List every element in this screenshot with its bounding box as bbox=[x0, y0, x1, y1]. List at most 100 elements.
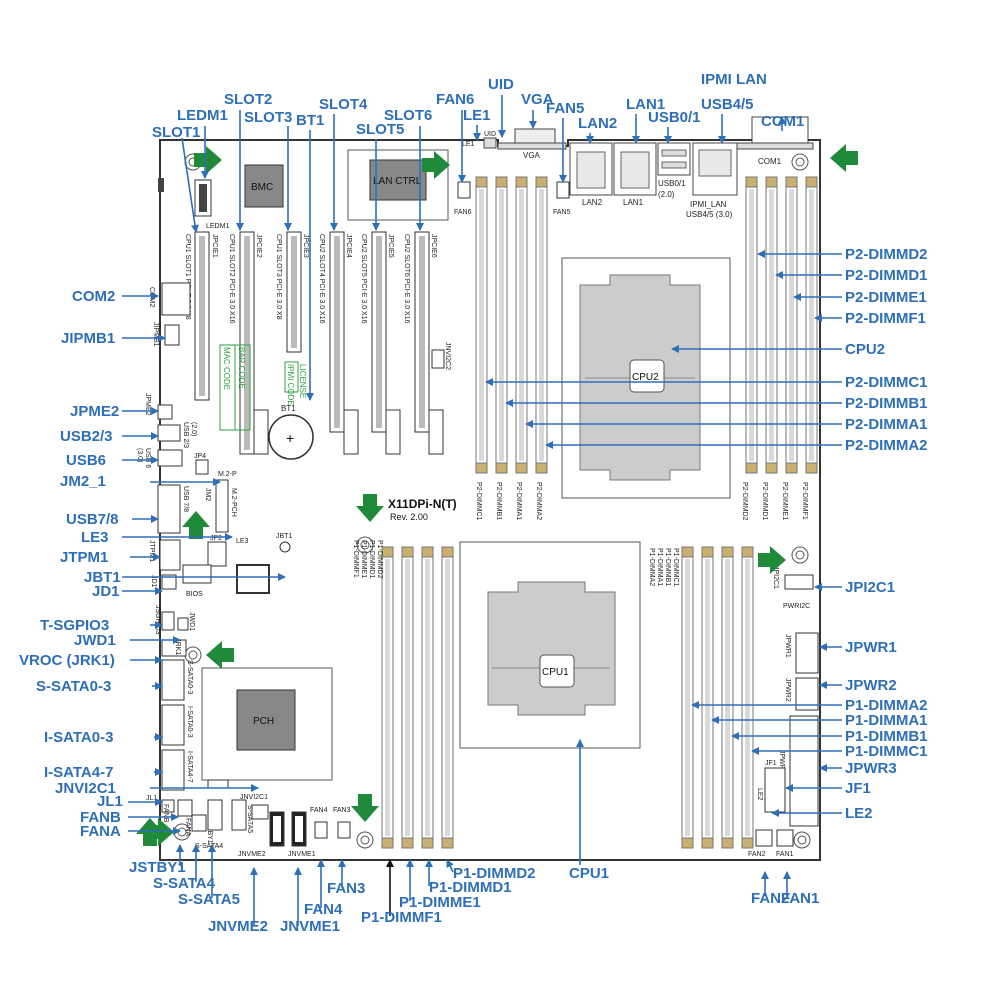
callout-label-jpwr3: JPWR3 bbox=[845, 760, 897, 777]
bt1-silk: BT1 bbox=[281, 404, 296, 413]
callout-label-isata47: I-SATA4-7 bbox=[44, 764, 113, 781]
callout-label-com1: COM1 bbox=[761, 113, 804, 130]
jf1-silk: JF1 bbox=[765, 760, 777, 767]
callout-label-fana: FANA bbox=[80, 823, 121, 840]
callout-label-p1a1: P1-DIMMA1 bbox=[845, 712, 928, 729]
callout-label-le3: LE3 bbox=[81, 529, 109, 546]
callout-label-slot3: SLOT3 bbox=[244, 109, 292, 126]
callout-label-uid: UID bbox=[488, 76, 514, 93]
callout-label-jwd1: JWD1 bbox=[74, 632, 116, 649]
ledm1-silk: LEDM1 bbox=[206, 223, 229, 230]
mount-direction-arrows bbox=[136, 144, 858, 846]
jpcie3-silk: JPCIE3 bbox=[302, 234, 309, 258]
callout-label-ssata03: S-SATA0-3 bbox=[36, 678, 111, 695]
com2-silk: COM2 bbox=[148, 287, 155, 307]
mac-code-silk: MAC CODE bbox=[222, 347, 231, 390]
fan4-silk: FAN4 bbox=[310, 807, 328, 814]
usb01-port bbox=[657, 142, 691, 176]
p1-left-slot-1 bbox=[401, 546, 414, 849]
slot3-silk: CPU1 SLOT3 PCI-E 3.0 X8 bbox=[275, 234, 282, 320]
callout-label-p2d2: P2-DIMMD2 bbox=[845, 246, 928, 263]
usb45-silk: USB4/5 (3.0) bbox=[686, 210, 733, 219]
callout-label-jd1: JD1 bbox=[92, 583, 120, 600]
uid-button bbox=[483, 137, 497, 149]
fan6-silk: FAN6 bbox=[454, 209, 472, 216]
pcie-slot-3: CPU1 SLOT3 PCI-E 3.0 X8 JPCIE3 bbox=[275, 231, 309, 353]
callout-label-jpwr1: JPWR1 bbox=[845, 639, 897, 656]
ssata4-silk: S-SATA4 bbox=[195, 843, 223, 850]
p2-dimme1-silk: P2-DIMME1 bbox=[781, 482, 788, 520]
callout-label-usb01: USB0/1 bbox=[648, 109, 701, 126]
p2-dimmd1-silk: P2-DIMMD1 bbox=[761, 482, 768, 521]
p2-dimma2-silk: P2-DIMMA2 bbox=[535, 482, 542, 520]
callout-label-jm21: JM2_1 bbox=[60, 473, 106, 490]
p2-dimm-slots-right bbox=[745, 176, 818, 474]
callout-label-p1c1: P1-DIMMC1 bbox=[845, 743, 928, 760]
usb01-ver-silk: (2.0) bbox=[658, 190, 675, 199]
callout-label-fan1: FAN1 bbox=[781, 890, 819, 907]
jnvi2c1-silk: JNVI2C1 bbox=[240, 794, 268, 801]
callout-label-p2a2: P2-DIMMA2 bbox=[845, 437, 928, 454]
jp4-silk: JP4 bbox=[194, 453, 206, 460]
callout-label-vga: VGA bbox=[521, 91, 554, 108]
pwri2c-silk: PWRI2C bbox=[783, 603, 810, 610]
pcie-slot-1: CPU1 SLOT1 PCI-E 3.0 X8 JPCIE1 bbox=[184, 231, 218, 401]
board-revision: Rev. 2.00 bbox=[390, 512, 428, 522]
callout-label-p1b1: P1-DIMMB1 bbox=[845, 728, 928, 745]
mount-arrow-down bbox=[356, 494, 384, 522]
pcie-slot-4: CPU2 SLOT4 PCI-E 3.0 X16 JPCIE4 bbox=[318, 231, 359, 455]
jd1-silk: JD1 bbox=[150, 575, 157, 588]
cpu1-socket: CPU1 bbox=[459, 541, 641, 749]
callout-label-ssata4: S-SATA4 bbox=[153, 875, 216, 892]
jrk1-silk: JRK1 bbox=[174, 638, 181, 655]
p2-dimm-silk-left: P2-DIMMC1 P2-DIMMB1 P2-DIMMA1 P2-DIMMA2 bbox=[475, 482, 542, 521]
jpwr2-silk: JPWR2 bbox=[784, 678, 791, 702]
p1-right-slot-2 bbox=[721, 546, 734, 849]
jpwr3-silk: JPWR3 bbox=[778, 750, 785, 774]
mount-arrow-right bbox=[194, 146, 222, 174]
jpcie2-silk: JPCIE2 bbox=[255, 234, 262, 258]
battery-plus-icon: + bbox=[286, 430, 294, 446]
jtpm1-silk: JTPM1 bbox=[148, 540, 155, 562]
callout-line-slot1 bbox=[181, 137, 199, 233]
isata03-silk: I-SATA0-3 bbox=[186, 706, 193, 738]
lan-ctrl-chip bbox=[369, 159, 427, 201]
callout-label-fanb: FANB bbox=[80, 809, 121, 826]
callout-label-com2: COM2 bbox=[72, 288, 115, 305]
mount-arrow-left bbox=[206, 641, 234, 669]
callout-label-jbt1: JBT1 bbox=[84, 569, 121, 586]
p1-dimm-silk-right: P1-DIMMC1 P1-DIMMB1 P1-DIMMA1 P1-DIMMA2 bbox=[648, 548, 679, 587]
p2-right-slot-3 bbox=[805, 176, 818, 474]
callout-label-p1d2: P1-DIMMD2 bbox=[453, 865, 536, 882]
jpcie6-silk: JPCIE6 bbox=[430, 234, 437, 258]
p1-dimmd1-silk: P1-DIMMD1 bbox=[368, 540, 375, 579]
callout-label-tsgpio3: T-SGPIO3 bbox=[40, 617, 109, 634]
usb78-silk: USB 7/8 bbox=[182, 486, 189, 512]
p2-dimmc1-silk: P2-DIMMC1 bbox=[475, 482, 482, 521]
callout-label-p1f1: P1-DIMMF1 bbox=[361, 909, 442, 926]
fana-silk: FANA bbox=[184, 818, 191, 837]
fan3-silk: FAN3 bbox=[333, 807, 351, 814]
callout-lines bbox=[122, 95, 842, 926]
isata47-silk: I-SATA4-7 bbox=[186, 751, 193, 783]
usb6-ver-silk: (3.0) bbox=[136, 448, 143, 462]
callout-label-p1a2: P1-DIMMA2 bbox=[845, 697, 928, 714]
p1-left-slot-0 bbox=[381, 546, 394, 849]
callout-label-fan6: FAN6 bbox=[436, 91, 474, 108]
jnvme1-silk: JNVME1 bbox=[288, 851, 316, 858]
p2-dimmf1-silk: P2-DIMMF1 bbox=[801, 482, 808, 520]
bar-code-silk: BAR CODE bbox=[237, 347, 246, 389]
battery-bt1 bbox=[268, 414, 314, 460]
p2-right-slot-1 bbox=[765, 176, 778, 474]
pcie-slot-5: CPU2 SLOT5 PCI-E 3.0 X16 JPCIE5 bbox=[360, 231, 401, 455]
p1-dimm-silk-left: P1-DIMMD2 P1-DIMMD1 P1-DIMME1 P1-DIMMF1 bbox=[352, 540, 383, 579]
mount-arrow-right bbox=[146, 818, 174, 846]
p2-left-slot-1 bbox=[495, 176, 508, 474]
ssata5-silk: S-SATA5 bbox=[246, 805, 253, 833]
jpme2-silk: JPME2 bbox=[144, 393, 151, 416]
callout-label-jnvi2c1: JNVI2C1 bbox=[55, 780, 116, 797]
slot6-silk: CPU2 SLOT6 PCI-E 3.0 X16 bbox=[403, 234, 410, 324]
p2-dimm-silk-right: P2-DIMMD2 P2-DIMMD1 P2-DIMME1 P2-DIMMF1 bbox=[741, 482, 808, 521]
callout-label-fan3: FAN3 bbox=[327, 880, 365, 897]
